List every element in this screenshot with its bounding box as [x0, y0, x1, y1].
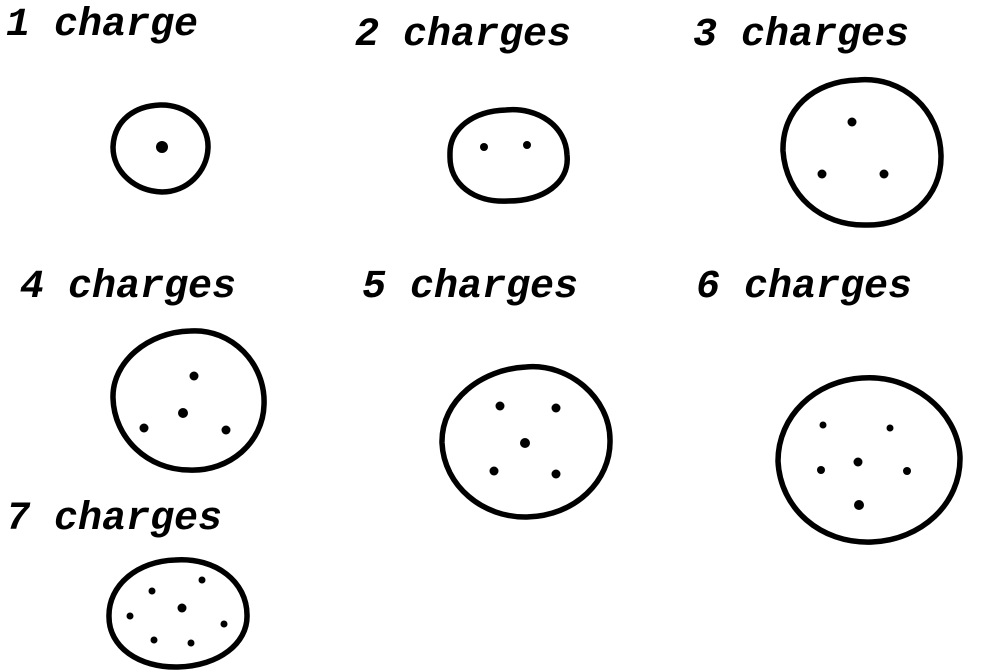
circle-5-charges	[439, 364, 613, 520]
circle-1-charge	[110, 102, 211, 195]
label-1-charge: 1 charge	[6, 3, 199, 48]
circle-3-charges	[780, 77, 944, 228]
charge-dot	[480, 143, 488, 151]
charge-dot	[220, 620, 228, 628]
label-5-charges: 5 charges	[362, 265, 579, 310]
charge-dot	[156, 141, 168, 153]
charge-dot	[903, 467, 911, 475]
charge-dot	[126, 612, 134, 620]
circle-7-charges	[106, 557, 250, 670]
label-4-charges: 4 charges	[20, 265, 237, 310]
charge-dot	[150, 636, 158, 644]
circle-4-charges	[110, 328, 267, 473]
charge-dot	[495, 401, 505, 411]
charge-dot	[854, 500, 864, 510]
charge-dot	[489, 466, 499, 476]
label-2-charges: 2 charges	[355, 13, 572, 58]
charge-dot	[817, 466, 825, 474]
charge-dot	[148, 587, 156, 595]
charge-dot	[189, 371, 199, 381]
charge-dot	[198, 576, 206, 584]
charge-dot	[221, 425, 231, 435]
charge-dot	[139, 423, 149, 433]
charge-dot	[817, 169, 827, 179]
charge-dot	[853, 457, 863, 467]
charge-dot	[551, 469, 561, 479]
charge-dot	[879, 169, 889, 179]
charge-dot	[819, 421, 827, 429]
label-7-charges: 7 charges	[6, 497, 223, 542]
charge-dot	[847, 117, 857, 127]
circle-6-charges	[775, 375, 963, 545]
charge-dot	[520, 438, 530, 448]
charge-dot	[886, 424, 894, 432]
charge-dot	[187, 639, 195, 647]
charge-dot	[523, 141, 531, 149]
label-6-charges: 6 charges	[696, 265, 913, 310]
charge-dot	[551, 403, 561, 413]
label-3-charges: 3 charges	[693, 13, 910, 58]
charge-dot	[178, 408, 188, 418]
charge-dot	[177, 603, 187, 613]
circle-2-charges	[447, 106, 570, 204]
